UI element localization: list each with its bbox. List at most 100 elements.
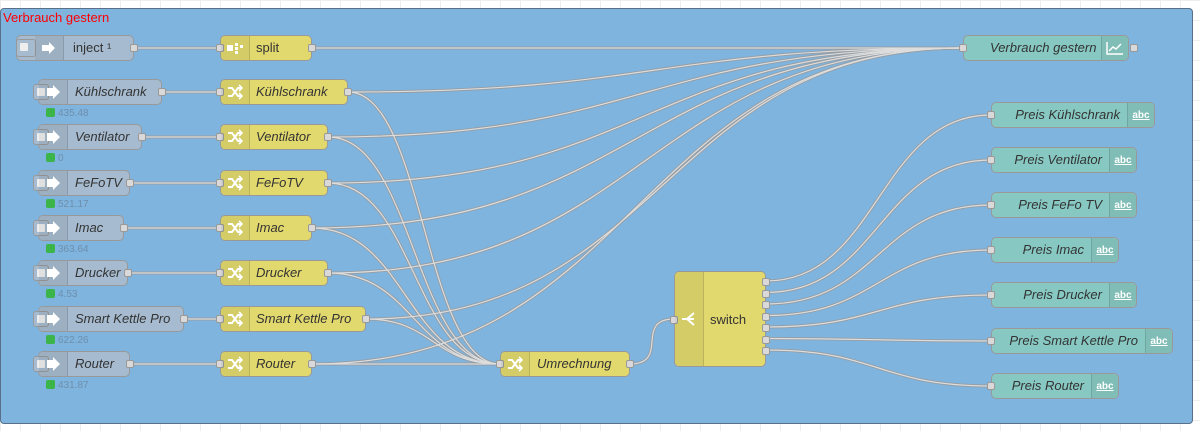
output-input-port[interactable]: [987, 246, 995, 254]
text-output-node[interactable]: Preis Drucker abc: [987, 282, 1137, 308]
change-output-port[interactable]: [324, 269, 332, 277]
switch-output-port[interactable]: [762, 278, 770, 286]
switch-output-port[interactable]: [762, 289, 770, 298]
switch-input-port[interactable]: [670, 316, 678, 324]
source-output-port[interactable]: [126, 179, 134, 187]
status-dot-icon: [46, 335, 55, 344]
change-node[interactable]: Imac: [216, 215, 316, 241]
change-node[interactable]: Kühlschrank: [216, 79, 352, 105]
output-label: Preis Router: [1011, 378, 1084, 393]
split-output-port[interactable]: [308, 44, 316, 52]
switch-output-port[interactable]: [762, 335, 770, 344]
change-label: Drucker: [256, 265, 302, 280]
source-output-port[interactable]: [126, 360, 134, 368]
chart-input-port[interactable]: [959, 44, 967, 52]
text-output-node[interactable]: Preis Router abc: [987, 373, 1119, 399]
output-label: Preis Drucker: [1023, 287, 1102, 302]
source-node[interactable]: Kühlschrank: [33, 79, 166, 105]
shuffle-icon: [221, 216, 250, 240]
switch-branch-icon: [675, 272, 704, 366]
arrow-right-icon: [39, 352, 68, 376]
output-input-port[interactable]: [987, 291, 995, 299]
split-node[interactable]: split: [216, 35, 316, 61]
change-output-port[interactable]: [344, 88, 352, 96]
output-input-port[interactable]: [987, 382, 995, 390]
change-node[interactable]: Ventilator: [216, 124, 332, 150]
source-node[interactable]: Imac: [33, 215, 128, 241]
split-input-port[interactable]: [216, 44, 224, 52]
change-node[interactable]: Drucker: [216, 260, 332, 286]
arrow-right-icon: [39, 171, 68, 195]
switch-output-port[interactable]: [762, 301, 770, 309]
badge-text: abc: [1096, 244, 1114, 256]
change-output-port[interactable]: [324, 133, 332, 141]
output-label: Preis Kühlschrank: [1015, 107, 1120, 122]
change-node[interactable]: Smart Kettle Pro: [216, 306, 370, 332]
change-output-port[interactable]: [308, 360, 316, 368]
chart-node[interactable]: Verbrauch gestern: [959, 35, 1138, 61]
source-output-port[interactable]: [158, 88, 166, 96]
change-node[interactable]: FeFoTV: [216, 170, 332, 196]
change-output-port[interactable]: [308, 224, 316, 232]
source-label: Router: [75, 356, 115, 371]
change-output-port[interactable]: [324, 179, 332, 187]
status-value: 4.53: [58, 289, 78, 300]
change-output-port[interactable]: [362, 315, 370, 323]
change-input-port[interactable]: [216, 179, 224, 187]
output-input-port[interactable]: [987, 337, 995, 345]
text-output-node[interactable]: Preis Kühlschrank abc: [987, 102, 1155, 128]
group-label: Verbrauch gestern: [3, 10, 110, 25]
source-status: 435.48: [46, 108, 89, 119]
inject-node[interactable]: inject ¹: [16, 35, 138, 61]
umrechnung-node[interactable]: Umrechnung: [496, 351, 634, 377]
inject-arrow-icon: [35, 36, 64, 60]
source-output-port[interactable]: [120, 224, 128, 232]
change-input-port[interactable]: [216, 88, 224, 96]
output-label: Preis FeFo TV: [1018, 197, 1102, 212]
umrechnung-input-port[interactable]: [496, 360, 504, 368]
source-output-port[interactable]: [180, 315, 188, 323]
text-badge-icon: abc: [1109, 193, 1136, 217]
switch-output-port[interactable]: [762, 324, 770, 332]
source-node[interactable]: FeFoTV: [33, 170, 134, 196]
shuffle-icon: [501, 352, 530, 376]
text-output-node[interactable]: Preis Ventilator abc: [987, 147, 1137, 173]
inject-trigger-button[interactable]: [16, 39, 36, 57]
text-output-node[interactable]: Preis FeFo TV abc: [987, 192, 1137, 218]
chart-label: Verbrauch gestern: [990, 40, 1097, 55]
shuffle-icon: [221, 80, 250, 104]
source-node[interactable]: Ventilator: [33, 124, 146, 150]
change-input-port[interactable]: [216, 269, 224, 277]
text-badge-icon: abc: [1109, 283, 1136, 307]
switch-node[interactable]: switch: [670, 271, 770, 367]
change-input-port[interactable]: [216, 133, 224, 141]
change-label: Smart Kettle Pro: [256, 311, 352, 326]
chart-output-port[interactable]: [1130, 44, 1138, 52]
change-input-port[interactable]: [216, 224, 224, 232]
umrechnung-output-port[interactable]: [626, 360, 634, 368]
shuffle-icon: [221, 171, 250, 195]
source-node[interactable]: Smart Kettle Pro: [33, 306, 188, 332]
source-node[interactable]: Router: [33, 351, 134, 377]
output-label: Preis Smart Kettle Pro: [1009, 333, 1138, 348]
status-dot-icon: [46, 380, 55, 389]
change-node[interactable]: Router: [216, 351, 316, 377]
status-dot-icon: [46, 244, 55, 253]
status-value: 521.17: [58, 199, 89, 210]
status-value: 363.64: [58, 244, 89, 255]
status-value: 435.48: [58, 108, 89, 119]
switch-output-port[interactable]: [762, 347, 770, 355]
output-input-port[interactable]: [987, 201, 995, 209]
change-input-port[interactable]: [216, 315, 224, 323]
output-input-port[interactable]: [987, 156, 995, 164]
change-input-port[interactable]: [216, 360, 224, 368]
output-input-port[interactable]: [987, 111, 995, 119]
source-output-port[interactable]: [138, 133, 146, 141]
text-output-node[interactable]: Preis Smart Kettle Pro abc: [987, 328, 1173, 354]
switch-output-port[interactable]: [762, 312, 770, 321]
inject-output-port[interactable]: [130, 44, 138, 52]
source-node[interactable]: Drucker: [33, 260, 132, 286]
text-output-node[interactable]: Preis Imac abc: [987, 237, 1119, 263]
source-output-port[interactable]: [124, 269, 132, 277]
